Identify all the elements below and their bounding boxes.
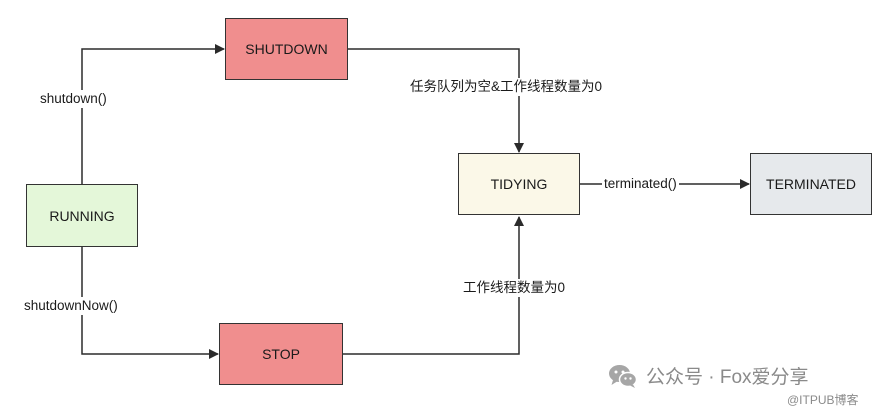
wechat-icon [609, 364, 638, 388]
state-stop: STOP [219, 323, 343, 385]
state-tidying: TIDYING [458, 153, 580, 215]
label-shutdown-call: shutdown() [38, 90, 109, 108]
watermark-account: 公众号 · Fox爱分享 [608, 362, 809, 389]
edge-running-to-shutdown [81, 44, 225, 184]
state-terminated-label: TERMINATED [766, 176, 856, 192]
edge-running-to-stop [81, 247, 219, 359]
state-running-label: RUNNING [49, 207, 115, 224]
label-shutdownnow-call: shutdownNow() [22, 297, 120, 315]
state-shutdown: SHUTDOWN [225, 18, 348, 80]
watermark-blog: @ITPUB博客 [787, 391, 859, 408]
label-workers-zero-condition: 工作线程数量为0 [461, 279, 568, 297]
state-tidying-label: TIDYING [490, 176, 548, 192]
state-stop-label: STOP [262, 346, 300, 362]
watermark-account-text: 公众号 · Fox爱分享 [646, 367, 809, 388]
state-terminated: TERMINATED [750, 153, 872, 215]
watermark-blog-text: @ITPUB博客 [787, 393, 859, 407]
edge-shutdown-to-tidying [348, 48, 524, 153]
edge-stop-to-tidying [343, 216, 524, 355]
label-terminated-call: terminated() [602, 175, 679, 193]
label-queue-empty-condition: 任务队列为空&工作线程数量为0 [408, 78, 605, 96]
state-shutdown-label: SHUTDOWN [245, 41, 328, 57]
state-running: RUNNING [26, 184, 138, 247]
